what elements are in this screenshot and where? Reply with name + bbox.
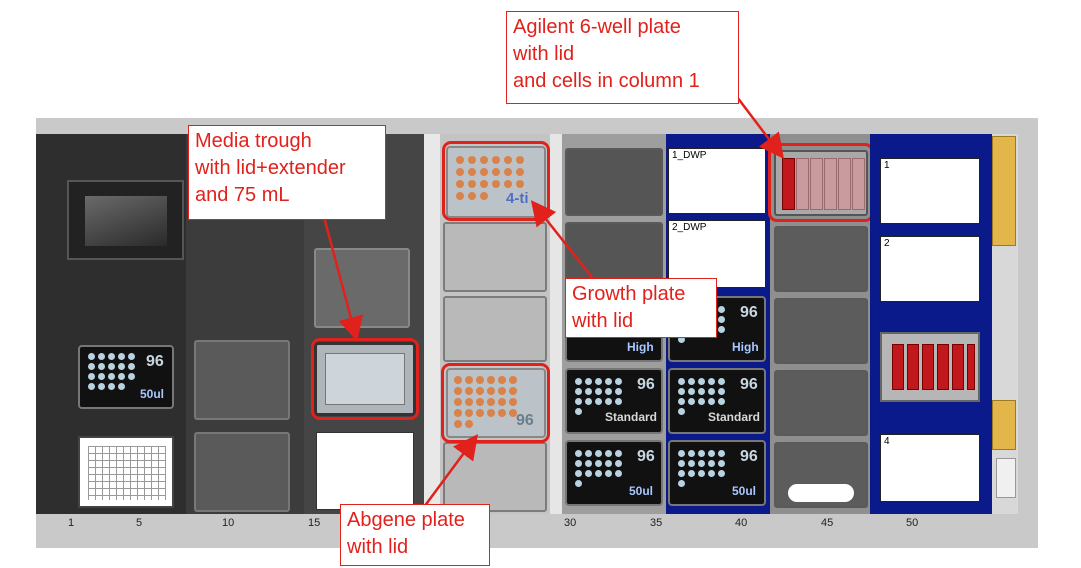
tip-volume: 50ul (732, 484, 757, 498)
tip-volume: High (627, 340, 654, 354)
dwp-2[interactable]: 2_DWP (668, 220, 766, 288)
tip-box-50ul-40[interactable]: 96 50ul (668, 440, 766, 506)
tip-volume: Standard (708, 410, 761, 424)
position-number: 10 (222, 517, 235, 529)
position-number: 40 (735, 517, 748, 529)
carrier-slot (443, 222, 547, 292)
agilent-6-well-plate[interactable] (774, 150, 868, 216)
tip-volume: 50ul (629, 484, 654, 498)
position-number: 1 (68, 517, 75, 529)
dwp-1[interactable]: 1_DWP (668, 148, 766, 214)
carrier-slot (194, 340, 290, 420)
carrier-slot (774, 370, 868, 436)
arrow-growth (530, 200, 596, 282)
empty-plate (316, 432, 414, 510)
position-number: 15 (308, 517, 321, 529)
position-number: 50 (906, 517, 919, 529)
tip-count: 96 (146, 353, 164, 370)
growth-plate-label: 4-ti (506, 190, 529, 207)
callout-growth-plate: Growth plate with lid (565, 278, 717, 338)
callout-agilent: Agilent 6-well plate with lid and cells … (506, 11, 739, 104)
trash-chute (67, 180, 184, 260)
arrow-media-trough (318, 201, 363, 342)
highlight-media-trough (311, 338, 419, 420)
tip-volume: Standard (605, 410, 658, 424)
tip-box-50ul-30[interactable]: 96 50ul (565, 440, 663, 506)
carrier-slot (565, 148, 663, 216)
carrier-slot (774, 298, 868, 364)
callout-media-trough: Media trough with lid+extender and 75 mL (188, 125, 386, 220)
arrow-abgene (422, 433, 478, 508)
tip-box-standard-30[interactable]: 96 Standard (565, 368, 663, 434)
tip-count: 96 (637, 376, 655, 393)
carrier-slot (774, 442, 868, 508)
blue-plate-4-label: 4 (884, 436, 890, 447)
position-number: 5 (136, 517, 143, 529)
tip-box-standard-40[interactable]: 96 Standard (668, 368, 766, 434)
filter-plate-grid (78, 436, 174, 508)
arrow-agilent (733, 92, 785, 159)
tip-count: 96 (740, 304, 758, 321)
blue-plate-2[interactable]: 2 (880, 236, 980, 302)
abgene-plate-label: 96 (516, 412, 534, 429)
rail-bottom-connector (992, 400, 1016, 450)
blue-plate-1-label: 1 (884, 160, 890, 171)
highlight-abgene-plate (441, 363, 550, 443)
growth-plate[interactable]: 4-ti (446, 146, 546, 218)
deck-gap (424, 134, 440, 514)
callout-abgene-plate: Abgene plate with lid (340, 504, 490, 566)
abgene-plate[interactable]: 96 (446, 368, 546, 438)
blue-plate-1[interactable]: 1 (880, 158, 980, 224)
red-reservoir-plate[interactable] (880, 332, 980, 402)
carrier-slot (774, 226, 868, 292)
tip-count: 96 (740, 448, 758, 465)
position-number: 35 (650, 517, 663, 529)
deck-edge (36, 134, 66, 514)
dwp-1-label: 1_DWP (672, 150, 707, 161)
dwp-2-label: 2_DWP (672, 222, 707, 233)
media-trough[interactable] (314, 342, 416, 416)
highlight-growth-plate (442, 141, 550, 221)
tip-box-50ul-left[interactable]: 96 50ul (78, 345, 174, 409)
carrier-slot (194, 432, 290, 512)
rail-top-connector (992, 136, 1016, 246)
position-number: 30 (564, 517, 577, 529)
position-number: 45 (821, 517, 834, 529)
carrier-slot (443, 296, 547, 362)
rail-end-block (996, 458, 1016, 498)
blue-plate-4[interactable]: 4 (880, 434, 980, 502)
tip-count: 96 (740, 376, 758, 393)
tip-count: 96 (637, 448, 655, 465)
blue-plate-2-label: 2 (884, 238, 890, 249)
tip-volume: 50ul (140, 387, 165, 401)
tip-volume: High (732, 340, 759, 354)
